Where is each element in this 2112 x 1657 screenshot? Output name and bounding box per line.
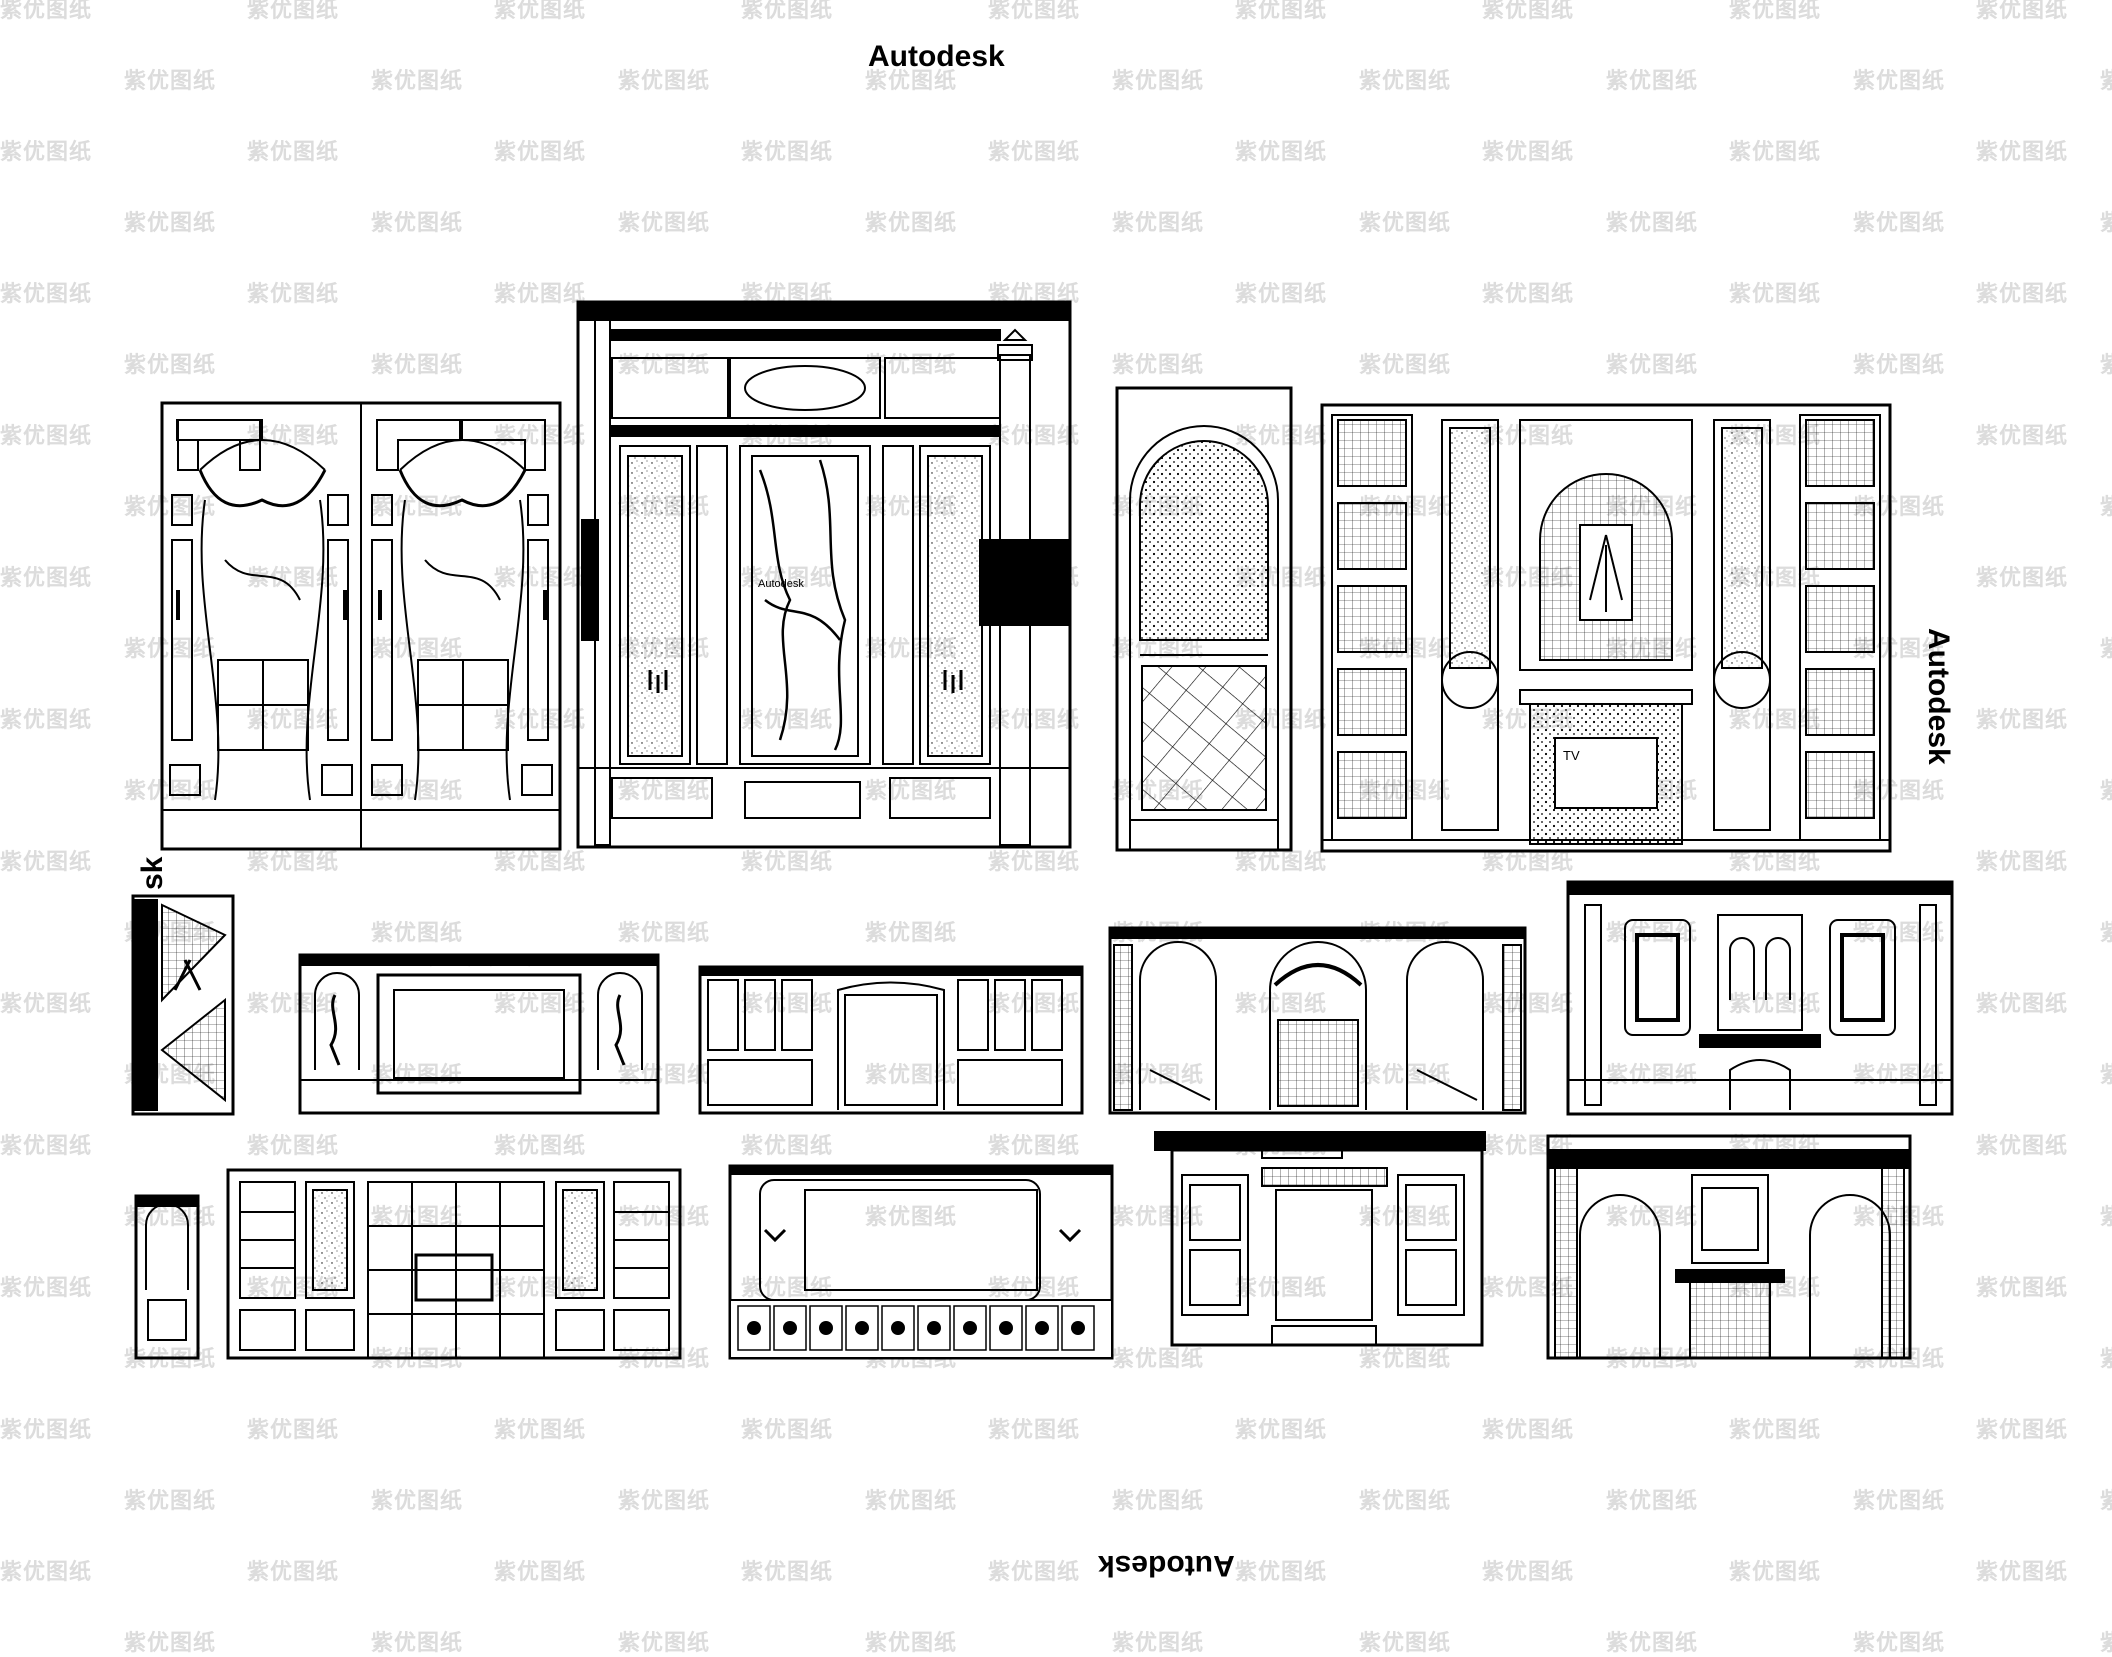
elevation-tv-wall (1320, 403, 1892, 853)
elevation-narrow-screen (131, 894, 235, 1116)
tv-label: TV (1563, 748, 1580, 763)
elevation-arched-door (1115, 386, 1293, 852)
elevation-bookshelf-tv (226, 1168, 682, 1360)
elevation-classic-wall (576, 300, 1072, 849)
elevation-arch-fireplace (1546, 1134, 1912, 1360)
autodesk-label-right: Autodesk (1922, 628, 1955, 765)
panel-inner-label: Autodesk (758, 578, 804, 590)
autodesk-label-left: sk (136, 856, 169, 890)
elevation-cabinet-wall (698, 965, 1084, 1115)
elevation-cartouche-wall (728, 1164, 1114, 1360)
elevation-triple-doors (1108, 926, 1527, 1115)
autodesk-label-top: Autodesk (868, 40, 1005, 73)
elevation-wardrobe-wall (1154, 1131, 1486, 1347)
elevation-ornate-fireplace (1566, 880, 1954, 1116)
elevation-statue-niches (298, 953, 660, 1115)
elevation-narrow-door (134, 1194, 200, 1360)
elevation-window-drapes (160, 401, 562, 851)
autodesk-label-bottom: Autodesk (1098, 1549, 1235, 1582)
